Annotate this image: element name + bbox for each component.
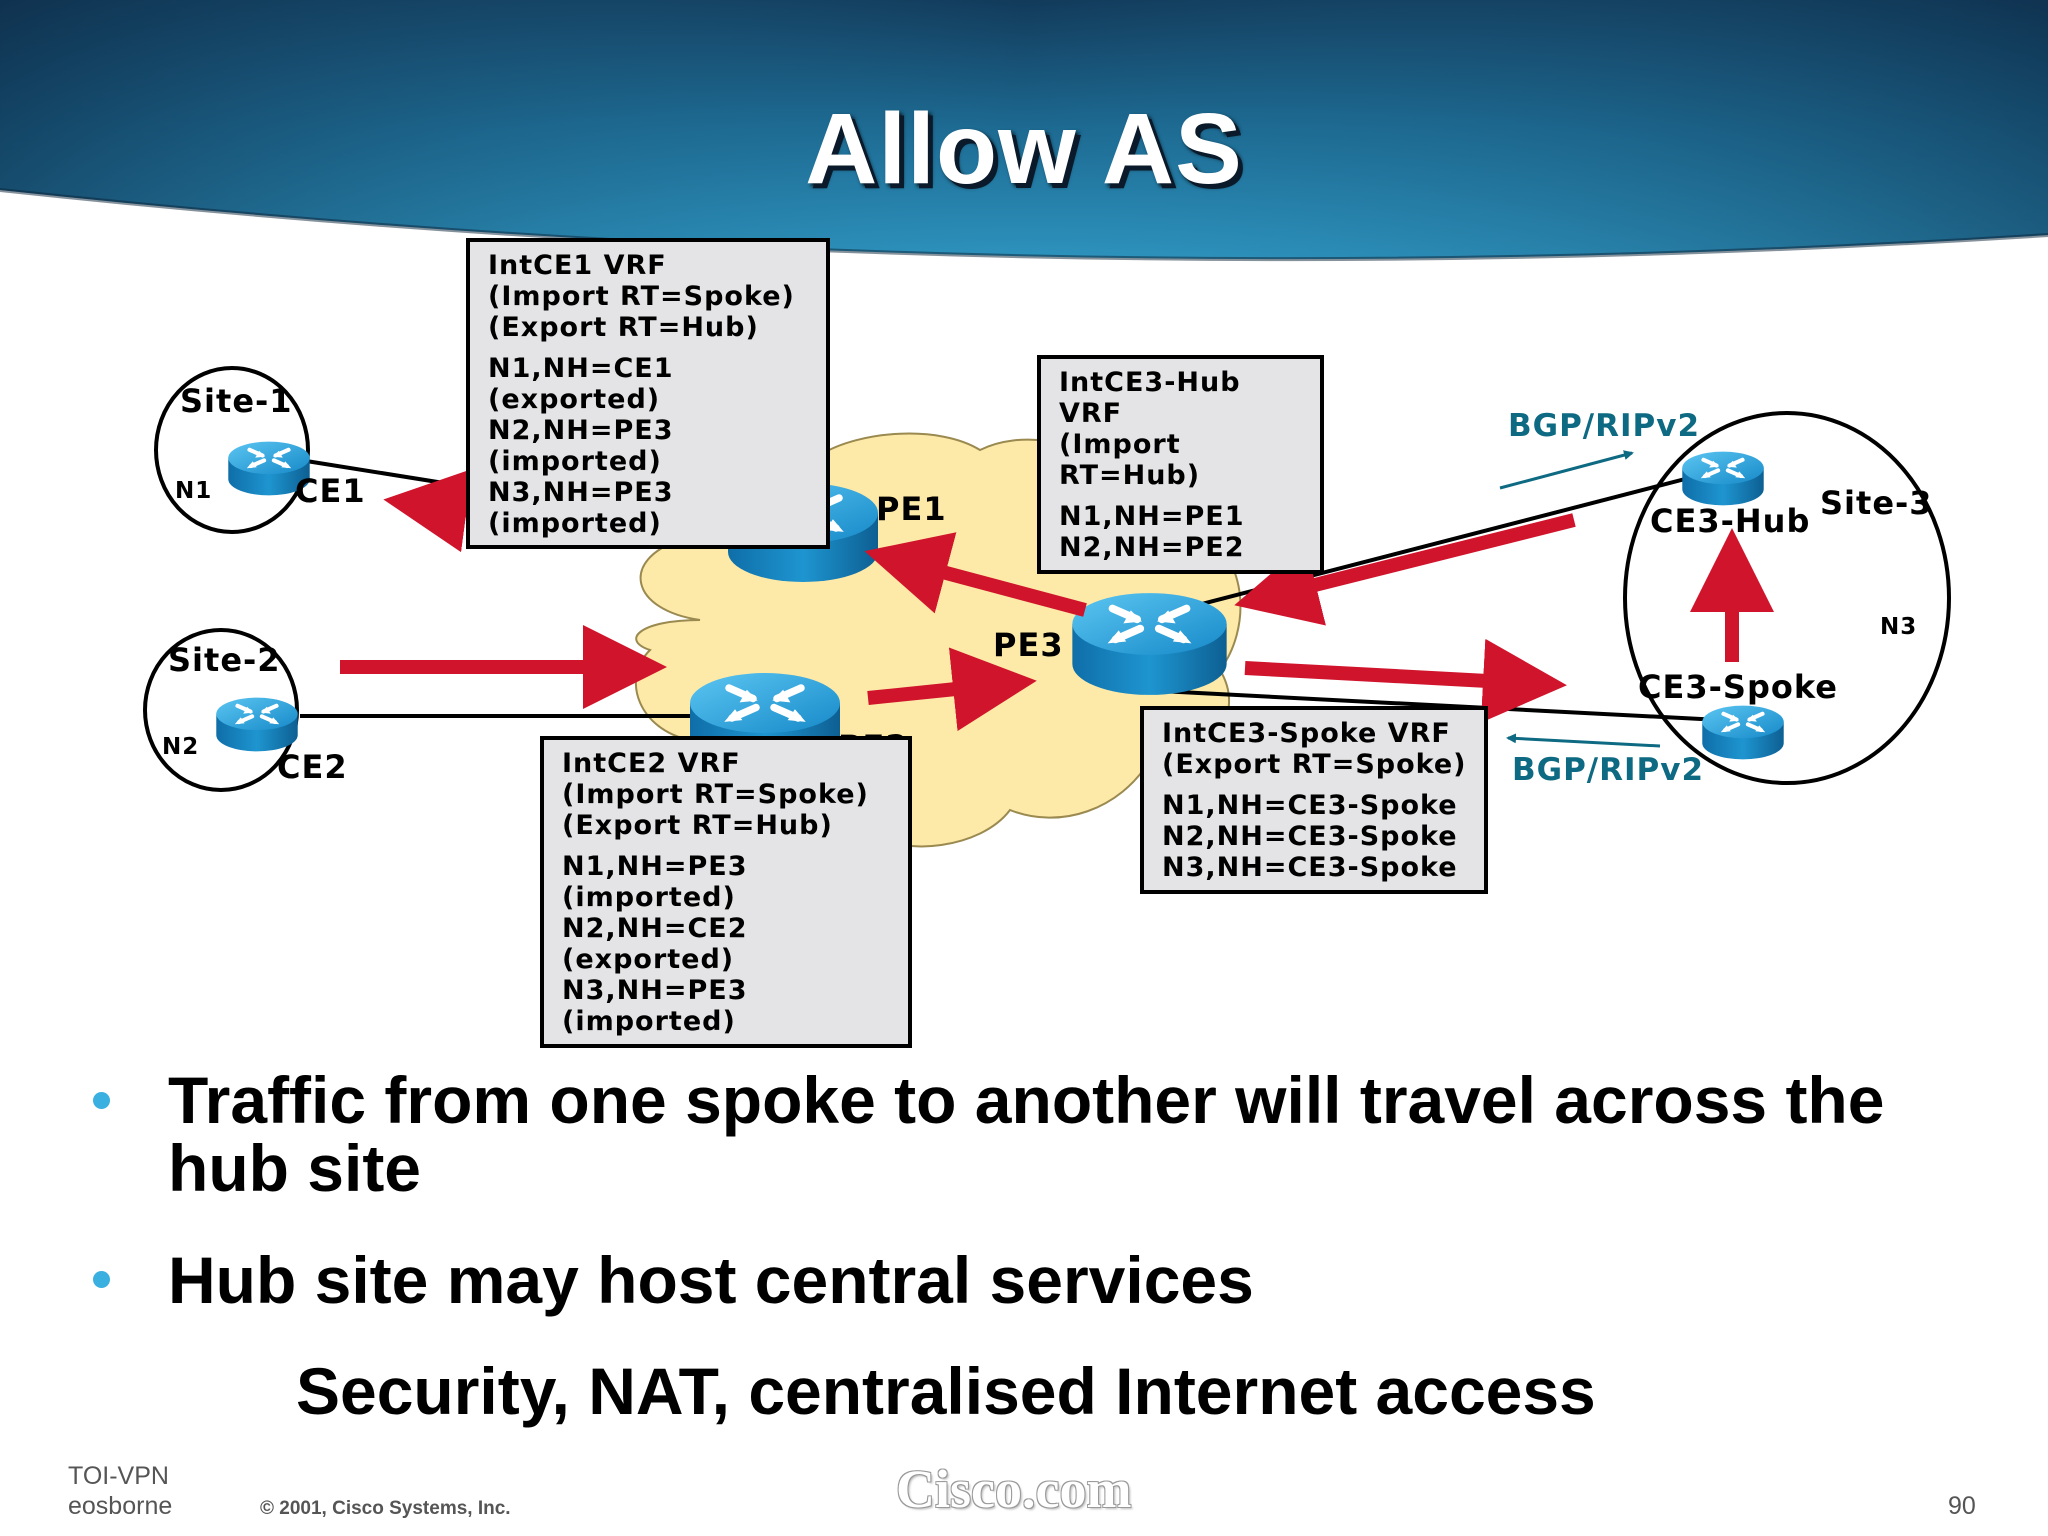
- site-2-circle: [143, 628, 299, 792]
- ce2-label: CE2: [277, 748, 348, 786]
- ce3-hub-label: CE3-Hub: [1650, 502, 1811, 540]
- ce3-hub-router-icon[interactable]: [1682, 452, 1763, 506]
- vrf-line: IntCE1 VRF: [488, 250, 667, 281]
- footer-copyright: © 2001, Cisco Systems, Inc.: [260, 1498, 511, 1519]
- vrf-line: (Export RT=Hub): [488, 312, 759, 343]
- vrf-route: (imported): [488, 508, 662, 539]
- vrf-route: N1,NH=PE1: [1059, 501, 1245, 532]
- n2-label: N2: [162, 734, 200, 760]
- footer-author: eosborne: [68, 1492, 173, 1520]
- ce3-spoke-label: CE3-Spoke: [1638, 668, 1838, 706]
- site-3-circle: [1623, 411, 1951, 785]
- ce3-spoke-router-icon[interactable]: [1702, 706, 1783, 760]
- vrf-route: (exported): [562, 944, 735, 975]
- vrf-route: N2,NH=PE2: [1059, 532, 1245, 563]
- slide-title: Allow AS: [805, 93, 1243, 205]
- vrf-route: N2,NH=CE3-Spoke: [1162, 821, 1458, 852]
- vrf-line: RT=Hub): [1059, 460, 1201, 491]
- intce3-hub-vrf-box: IntCE3-Hub VRF (Import RT=Hub) N1,NH=PE1…: [1037, 355, 1324, 574]
- site-1-label: Site-1: [180, 382, 293, 420]
- vrf-line: VRF: [1059, 398, 1123, 429]
- intce3-spoke-vrf-box: IntCE3-Spoke VRF (Export RT=Spoke) N1,NH…: [1140, 706, 1488, 894]
- bgp-arrow-bottom: [1506, 733, 1661, 748]
- vrf-route: (imported): [562, 882, 736, 913]
- vrf-route: (exported): [488, 384, 661, 415]
- bgp-arrow-top: [1499, 450, 1634, 490]
- vrf-route: N2,NH=CE2: [562, 913, 748, 944]
- site-3-label: Site-3: [1820, 484, 1933, 522]
- vrf-line: IntCE3-Spoke VRF: [1162, 718, 1451, 749]
- vrf-route: N1,NH=PE3: [562, 851, 748, 882]
- bgp-ripv2-label-top: BGP/RIPv2: [1508, 408, 1701, 444]
- bullet-2: Hub site may host central services: [168, 1243, 1254, 1317]
- header-banner: [0, 0, 2048, 262]
- vrf-route: (imported): [562, 1006, 736, 1037]
- bullet-dot: [93, 1271, 110, 1288]
- vrf-route: N3,NH=CE3-Spoke: [1162, 852, 1458, 883]
- pe3-router-icon[interactable]: [1072, 593, 1226, 695]
- n1-label: N1: [175, 478, 213, 504]
- site-1-circle: [154, 366, 310, 534]
- vrf-line: (Import RT=Spoke): [562, 779, 869, 810]
- vrf-route: N1,NH=CE3-Spoke: [1162, 790, 1458, 821]
- vrf-line: IntCE3-Hub: [1059, 367, 1241, 398]
- pe1-label: PE1: [876, 490, 947, 528]
- vrf-line: (Export RT=Spoke): [1162, 749, 1467, 780]
- bullet-dot: [93, 1092, 110, 1109]
- pe3-label: PE3: [993, 626, 1064, 664]
- vrf-route: N3,NH=PE3: [488, 477, 674, 508]
- sub-bullet: Security, NAT, centralised Internet acce…: [296, 1354, 1596, 1428]
- vrf-route: N3,NH=PE3: [562, 975, 748, 1006]
- intce2-vrf-box: IntCE2 VRF (Import RT=Spoke) (Export RT=…: [540, 736, 912, 1048]
- vrf-route: (imported): [488, 446, 662, 477]
- page-number: 90: [1948, 1492, 1976, 1520]
- intce1-vrf-box: IntCE1 VRF (Import RT=Spoke) (Export RT=…: [466, 238, 830, 549]
- vrf-line: (Import RT=Spoke): [488, 281, 795, 312]
- site-2-label: Site-2: [168, 641, 281, 679]
- bgp-ripv2-label-bottom: BGP/RIPv2: [1512, 752, 1705, 788]
- ce2-router-icon[interactable]: [216, 698, 297, 752]
- vrf-route: N1,NH=CE1: [488, 353, 674, 384]
- vrf-line: (Export RT=Hub): [562, 810, 833, 841]
- vrf-line: IntCE2 VRF: [562, 748, 741, 779]
- footer-course: TOI-VPN: [68, 1462, 169, 1490]
- cisco-com-logo: Cisco.com: [896, 1459, 1132, 1519]
- ce1-label: CE1: [295, 472, 366, 510]
- vrf-line: (Import: [1059, 429, 1181, 460]
- vrf-route: N2,NH=PE3: [488, 415, 674, 446]
- n3-label: N3: [1880, 614, 1918, 640]
- bullet-1: Traffic from one spoke to another will t…: [168, 1063, 1885, 1205]
